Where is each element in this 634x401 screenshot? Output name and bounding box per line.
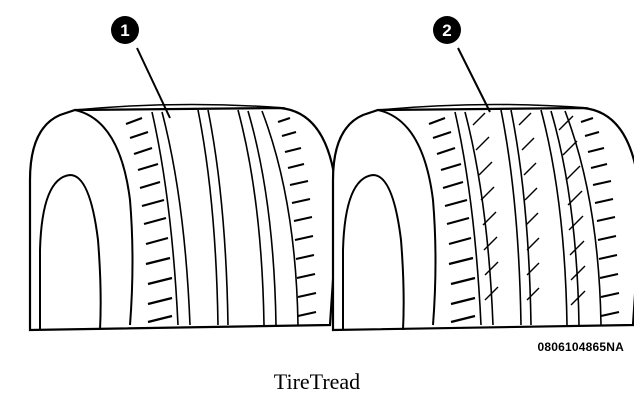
- callout-1: 1: [111, 16, 171, 119]
- tire-tread-illustration: 1 2: [28, 16, 634, 332]
- wear-indicator-bars: [472, 112, 586, 306]
- callout-circle-icon: [433, 16, 461, 44]
- tire-worn-tread-drawing: [331, 103, 634, 332]
- figure-caption: TireTread: [273, 369, 361, 394]
- figure-code: 0806104865NA: [537, 340, 624, 354]
- tire-new-tread-drawing: [28, 103, 337, 332]
- callout-number: 2: [442, 21, 451, 40]
- callout-circle-icon: [111, 16, 139, 44]
- callout-number: 1: [120, 21, 129, 40]
- callout-2: 2: [433, 16, 491, 113]
